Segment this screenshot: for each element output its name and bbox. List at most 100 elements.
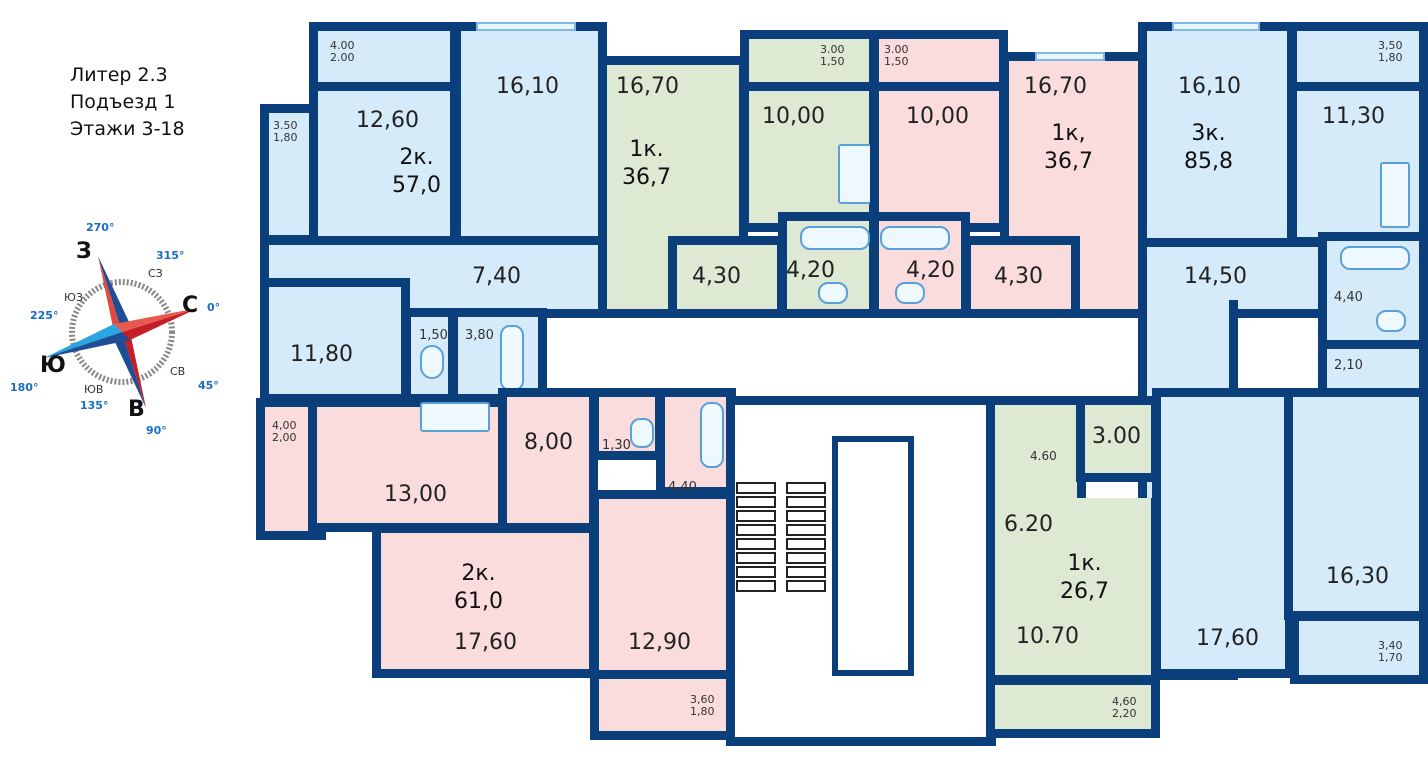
stairs	[736, 482, 776, 594]
balcony-area: 3.00	[884, 43, 909, 56]
bathtub-icon	[500, 325, 524, 391]
stove-icon	[838, 144, 872, 204]
bathtub-icon	[880, 226, 950, 250]
balcony-area: 4,60	[1112, 695, 1137, 708]
room-area: 2,10	[1334, 358, 1363, 373]
north-label: С	[182, 293, 199, 318]
balcony-area: 3,40	[1378, 639, 1403, 652]
room-area: 11,80	[290, 342, 353, 367]
east-degree: 90°	[146, 424, 167, 437]
room-area: 10,00	[762, 104, 825, 129]
balcony-area: 3.00	[820, 43, 845, 56]
room-area: 17,60	[454, 630, 517, 655]
room-area: 16,70	[1024, 74, 1087, 99]
ne-label: СВ	[170, 365, 186, 378]
corridor	[540, 310, 1230, 402]
room-area: 4,30	[994, 264, 1043, 289]
balcony-area2: 1,80	[690, 705, 715, 718]
window	[1172, 22, 1260, 31]
west-label: З	[76, 239, 92, 264]
balcony-area2: 1,50	[820, 55, 845, 68]
toilet-3-00	[1076, 396, 1160, 482]
room-area: 4,20	[786, 258, 835, 283]
room-area: 12,60	[356, 108, 419, 133]
balcony-area: 4,00	[272, 419, 297, 432]
balcony-area2: 1,70	[1378, 651, 1403, 664]
north-degree: 0°	[207, 301, 221, 314]
south-degree: 180°	[10, 381, 39, 394]
toilet-icon	[818, 282, 848, 304]
room-area: 3,80	[465, 328, 494, 343]
nw-label: СЗ	[148, 267, 163, 280]
apartment-label: 1к.26,7	[1060, 551, 1109, 604]
ne-degree: 45°	[198, 379, 219, 392]
toilet-icon	[1376, 310, 1406, 332]
sw-degree: 225°	[30, 309, 59, 322]
hall-4-30	[962, 236, 1080, 318]
balcony-area: 4.00	[330, 39, 355, 52]
balcony-area2: 1,50	[884, 55, 909, 68]
toilet-icon	[420, 345, 444, 379]
balcony-bottom	[1290, 612, 1428, 684]
toilet-icon	[630, 418, 654, 448]
room-12-90	[590, 490, 736, 690]
west-degree: 270°	[86, 221, 115, 234]
room-area: 16,10	[496, 74, 559, 99]
room-16-10	[1138, 22, 1296, 258]
se-label: ЮВ	[84, 383, 104, 396]
apartment-label: 2к.61,0	[454, 561, 503, 614]
compass-rose: С 0° В 90° Ю 180° З 270° СВ 45° ЮВ 135° …	[10, 220, 230, 440]
room-area: 4,40	[1334, 290, 1363, 305]
room-17-60	[372, 524, 598, 678]
sw-label: ЮЗ	[64, 291, 83, 304]
balcony-area2: 2.00	[330, 51, 355, 64]
south-label: Ю	[40, 353, 66, 378]
room-area: 16,30	[1326, 564, 1389, 589]
balcony-area: 3,60	[690, 693, 715, 706]
room-area: 16,10	[1178, 74, 1241, 99]
room-area: 3.00	[1092, 424, 1141, 449]
apartment-label: 3к.85,8	[1184, 121, 1233, 174]
bathtub-icon	[700, 402, 724, 468]
room-area: 4,20	[906, 258, 955, 283]
apartment-label: 1к,36,7	[1044, 121, 1093, 174]
toilet-icon	[895, 282, 925, 304]
room-area: 8,00	[524, 430, 573, 455]
stove-icon	[1380, 162, 1410, 228]
elevator-shaft	[832, 436, 914, 676]
balcony-area2: 2,00	[272, 431, 297, 444]
bathtub-icon	[800, 226, 870, 250]
room-area: 13,00	[384, 482, 447, 507]
room-area: 1,50	[419, 328, 448, 343]
window	[476, 22, 576, 31]
room-area: 10.70	[1016, 624, 1079, 649]
room-area: 4,40	[668, 480, 697, 495]
balcony-area: 3,50	[1378, 39, 1403, 52]
room-area: 10,00	[906, 104, 969, 129]
apartment-label: 1к.36,7	[622, 137, 671, 190]
room-area: 16,70	[616, 74, 679, 99]
entrance-label: Подъезд 1	[70, 91, 176, 113]
room-area: 12,90	[628, 630, 691, 655]
room-area: 11,30	[1322, 104, 1385, 129]
room-12-60	[309, 82, 459, 252]
east-label: В	[128, 397, 145, 422]
balcony-area2: 2,20	[1112, 707, 1137, 720]
room-area: 17,60	[1196, 626, 1259, 651]
room-area: 14,50	[1184, 264, 1247, 289]
room-area: 4,30	[692, 264, 741, 289]
room-11-80	[260, 278, 410, 403]
liter-label: Литер 2.3	[70, 64, 168, 86]
room-16-10	[452, 22, 607, 252]
building-info: Литер 2.3 Подъезд 1 Этажи 3-18	[70, 62, 185, 143]
room-area: 7,40	[472, 264, 521, 289]
balcony	[986, 676, 1160, 738]
nw-degree: 315°	[156, 249, 185, 262]
floors-label: Этажи 3-18	[70, 118, 185, 140]
balcony-area: 3.50	[273, 119, 298, 132]
se-degree: 135°	[80, 399, 109, 412]
stove-icon	[420, 402, 490, 432]
window	[1035, 52, 1105, 61]
balcony-area2: 1,80	[1378, 51, 1403, 64]
balcony-side	[260, 104, 318, 244]
